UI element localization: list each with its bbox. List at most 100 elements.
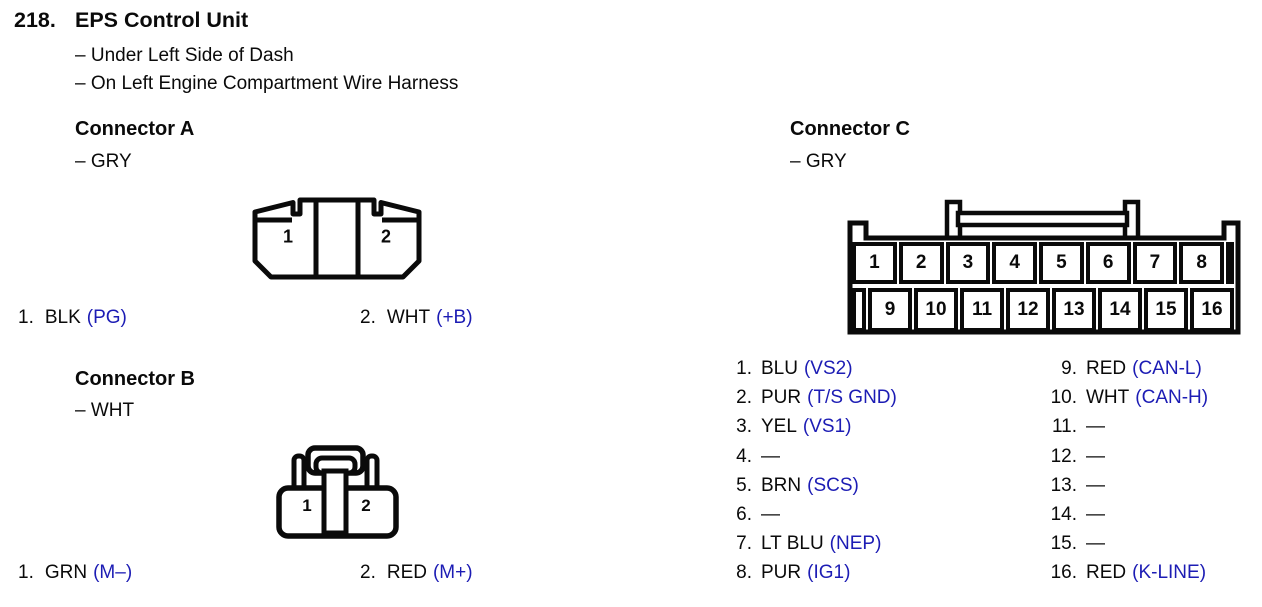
pin-number: 1. <box>18 307 34 328</box>
connector-c-cavity: 6 <box>1085 242 1131 284</box>
location-line: – On Left Engine Compartment Wire Harnes… <box>75 73 459 94</box>
pin-number: 1. <box>736 358 752 379</box>
pin-wire-color: RED <box>1086 358 1127 379</box>
connector-c-cavity: 5 <box>1039 242 1084 284</box>
connector-c-cavity: 2 <box>898 242 944 284</box>
pin-wire-color: YEL <box>761 416 797 438</box>
pin-signal: (SCS) <box>807 474 859 496</box>
connector-c-cavity: 15 <box>1144 288 1188 332</box>
pin-signal: (+B) <box>436 307 473 328</box>
pin-wire-color: WHT <box>386 307 431 328</box>
pin-wire-color: RED <box>386 562 427 583</box>
pin-label: 12. — <box>1030 445 1208 474</box>
pin-signal: (K-LINE) <box>1132 562 1207 584</box>
connector-a-outline <box>252 197 422 280</box>
connector-b-outline <box>276 445 399 539</box>
pin-label: 8.PUR(IG1) <box>724 561 897 590</box>
pin-wire-color: RED <box>1086 562 1127 584</box>
pin-signal: (CAN-L) <box>1132 358 1202 379</box>
pin-signal: (CAN-H) <box>1135 387 1209 409</box>
pin-number: 15. <box>1050 533 1077 555</box>
pin-wire-color: — <box>1086 445 1105 467</box>
pin-label: 11. — <box>1030 415 1208 444</box>
connector-c-empty-cavity <box>852 288 866 332</box>
connector-a-housing-color: – GRY <box>75 151 132 172</box>
pin-label: 1. BLK(PG) <box>18 307 127 329</box>
connector-c-cavity: 4 <box>992 242 1037 284</box>
connector-a-title: Connector A <box>75 118 195 140</box>
pin-wire-color: — <box>761 503 780 525</box>
connector-c-cavity: 12 <box>1006 288 1050 332</box>
pin-label: 2. RED(M+) <box>360 562 473 584</box>
pin-signal: (IG1) <box>807 562 851 584</box>
pin-wire-color: — <box>1086 416 1105 438</box>
pin-number: 5. <box>736 474 752 496</box>
pin-signal: (PG) <box>86 307 127 328</box>
pin-number: 14. <box>1050 503 1077 525</box>
pin-wire-color: BLU <box>761 358 798 379</box>
pin-label: 6. — <box>724 503 897 532</box>
connector-b-cavity-number: 2 <box>361 496 371 515</box>
pin-number: 9. <box>1061 358 1077 379</box>
pin-signal: (T/S GND) <box>807 387 897 409</box>
connector-c-cavity: 9 <box>868 288 912 332</box>
pin-label: 16. RED(K-LINE) <box>1030 561 1208 590</box>
pin-number: 10. <box>1050 387 1077 409</box>
pin-label: 4.— <box>724 445 897 474</box>
pin-number: 7. <box>736 533 752 555</box>
pin-wire-color: WHT <box>1086 387 1130 409</box>
pin-label: 10. WHT(CAN-H) <box>1030 386 1209 415</box>
page-item-number: 218. <box>14 8 56 32</box>
connector-c-housing-color: – GRY <box>790 151 847 172</box>
pin-label: 5. BRN(SCS) <box>724 474 897 503</box>
connector-c-cavity: 16 <box>1190 288 1234 332</box>
pin-signal: (M+) <box>432 562 473 583</box>
connector-c-cavity: 3 <box>945 242 991 284</box>
pin-signal: (M–) <box>93 562 133 583</box>
pin-wire-color: GRN <box>44 562 88 583</box>
pin-label: 3. YEL(VS1) <box>724 415 897 444</box>
connector-a-cavity-number: 1 <box>282 226 294 247</box>
connector-c-pin-list-left: 1. BLU(VS2) 2. PUR(T/S GND) 3. YEL(VS1) 4.—… <box>724 357 897 591</box>
pin-number: 8. <box>736 562 752 584</box>
pin-label: 2.WHT(+B) <box>360 307 473 329</box>
page-title: EPS Control Unit <box>75 8 249 32</box>
connector-b-housing-color: – WHT <box>75 400 135 421</box>
pin-label: 1. BLU(VS2) <box>724 357 897 386</box>
connector-a-cavity-number: 2 <box>380 226 392 247</box>
connector-a-pin-list: 1. BLK(PG) 2.WHT(+B) <box>0 307 1262 333</box>
pin-number: 2. <box>736 387 752 409</box>
location-line: – Under Left Side of Dash <box>75 45 294 66</box>
pin-wire-color: — <box>1086 474 1105 496</box>
pin-number: 12. <box>1050 445 1077 467</box>
pin-number: 6. <box>736 503 752 525</box>
pin-wire-color: — <box>761 445 780 467</box>
pin-number: 3. <box>736 416 752 438</box>
connector-b-cavity-number: 1 <box>302 496 312 515</box>
pin-wire-color: — <box>1086 533 1105 555</box>
pin-number: 2. <box>360 562 376 583</box>
pin-label: 1.GRN(M–) <box>18 562 132 584</box>
pin-signal: (VS1) <box>802 416 852 438</box>
pin-number: 16. <box>1050 562 1077 584</box>
connector-c-title: Connector C <box>790 118 910 140</box>
pin-wire-color: BRN <box>761 474 802 496</box>
connector-c-cavity: 1 <box>852 242 897 284</box>
connector-c-cavity: 11 <box>960 288 1004 332</box>
pin-label: 14. — <box>1030 503 1208 532</box>
pin-wire-color: — <box>1086 503 1105 525</box>
pin-wire-color: PUR <box>761 387 802 409</box>
connector-b-title: Connector B <box>75 368 195 390</box>
connector-c-cavity: 8 <box>1179 242 1224 284</box>
pin-wire-color: BLK <box>44 307 81 328</box>
connector-c-empty-cavity <box>1226 242 1234 284</box>
pin-signal: (VS2) <box>803 358 853 379</box>
connector-c-cavity: 13 <box>1052 288 1096 332</box>
connector-c-cavity: 7 <box>1132 242 1178 284</box>
connector-c-cavity: 10 <box>914 288 958 332</box>
pin-number: 11. <box>1051 416 1077 438</box>
